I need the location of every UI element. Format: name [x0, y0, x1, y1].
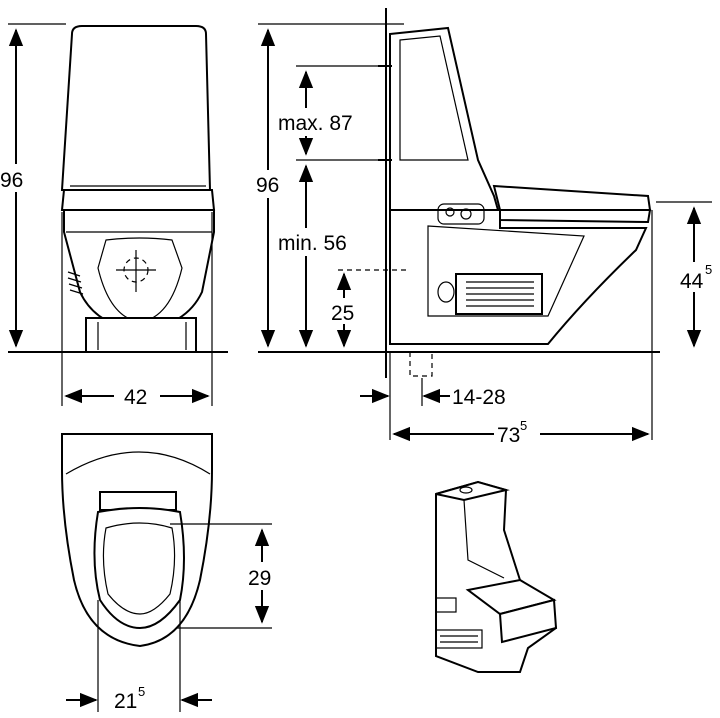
- front-height-label: 96: [0, 169, 23, 192]
- drain-offset-label: 14-28: [452, 386, 506, 409]
- max-height-label: max. 87: [278, 112, 353, 135]
- inlet-height-label: 25: [331, 302, 354, 325]
- seat-height-sup: 5: [705, 262, 712, 277]
- isometric-view: [435, 480, 558, 673]
- seat-height-label: 44: [680, 270, 704, 293]
- front-width-label: 42: [124, 386, 147, 409]
- top-view: 29 21 5: [61, 433, 278, 713]
- seat-width-label: 21: [114, 690, 137, 713]
- depth-sup: 5: [520, 418, 527, 433]
- min-height-label: min. 56: [278, 232, 347, 255]
- front-view: 96 42: [0, 23, 228, 410]
- side-view: 96 max. 87 min. 56 25 44 5 14-28 73 5: [254, 8, 718, 448]
- seat-width-sup: 5: [138, 684, 145, 699]
- side-height-label: 96: [256, 174, 279, 197]
- seat-length-label: 29: [248, 567, 271, 590]
- depth-label: 73: [497, 424, 520, 447]
